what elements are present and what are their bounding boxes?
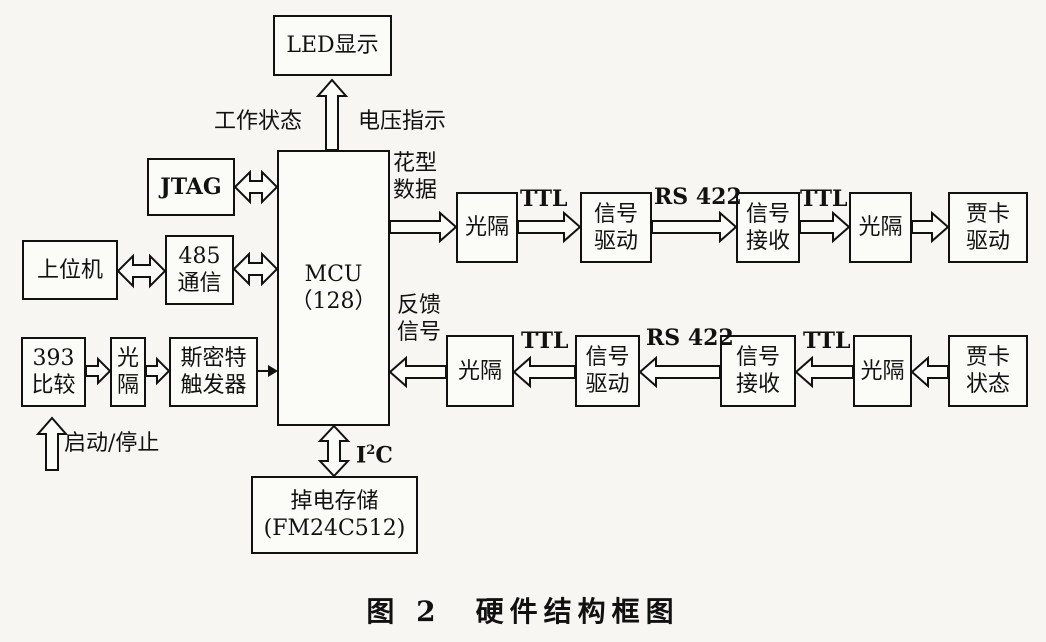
arrow-opto-driver-jacquard: [911, 210, 950, 244]
opto-isolator-bottom1-block: 光隔: [446, 335, 514, 407]
comparator-393-block: 393 比较: [21, 337, 86, 407]
ttl-label-top1: TTL: [520, 186, 568, 212]
arrow-start-stop: [35, 416, 69, 471]
feedback-signal-label: 反馈 信号: [397, 293, 442, 345]
jtag-block: JTAG: [147, 158, 235, 216]
rs422-label-bottom: RS 422: [646, 325, 734, 351]
signal-driver-bottom-block: 信号 驱动: [575, 335, 640, 407]
arrow-opto-receiver-bot: [794, 355, 854, 389]
jacquard-driver-block: 贾卡 驱动: [948, 192, 1028, 263]
arrow-opto-schmitt: [145, 356, 171, 386]
arrow-mcu-storage: [317, 424, 351, 478]
opto-isolator-bottom2-block: 光隔: [853, 335, 912, 407]
schmitt-trigger-block: 斯密特 触发器: [169, 337, 258, 407]
arrow-mcu-to-led: [315, 78, 349, 151]
i2c-tail: C: [375, 442, 393, 469]
arrow-receiver-opto-top: [799, 210, 851, 244]
i2c-main: I: [356, 442, 367, 469]
signal-receiver-bottom-block: 信号 接收: [720, 335, 796, 407]
arrow-485-mcu: [232, 251, 279, 287]
rs485-comm-block: 485 通信: [165, 235, 234, 305]
i2c-label: I2C: [356, 437, 393, 469]
arrow-driver-opto-bot: [512, 355, 576, 389]
arrow-status-opto-bot: [910, 355, 949, 389]
pattern-data-label: 花型 数据: [393, 151, 438, 203]
arrow-driver-receiver-top: [651, 210, 738, 244]
arrow-opto-driver-top: [517, 210, 582, 244]
voltage-indicator-label: 电压指示: [358, 109, 447, 134]
arrow-jtag-mcu: [233, 169, 279, 205]
arrow-393-opto: [85, 356, 112, 386]
signal-receiver-top-block: 信号 接收: [736, 192, 800, 263]
arrow-opto-mcu-bot: [388, 355, 447, 389]
start-stop-label: 启动/停止: [64, 431, 160, 456]
led-display-block: LED显示: [273, 15, 392, 76]
i2c-superscript: 2: [366, 443, 376, 458]
arrow-mcu-opto-top: [389, 210, 458, 244]
opto-isolator-top2-block: 光隔: [849, 192, 912, 263]
opto-isolator-top1-block: 光隔: [456, 192, 518, 263]
rs422-label-top: RS 422: [654, 184, 742, 210]
work-status-label: 工作状态: [214, 109, 303, 134]
host-computer-block: 上位机: [22, 240, 118, 300]
arrow-receiver-driver-bot: [638, 355, 721, 389]
ttl-label-bottom2: TTL: [803, 328, 851, 354]
jacquard-status-block: 贾卡 状态: [948, 335, 1028, 407]
opto-isolator-left-block: 光 隔: [110, 337, 146, 407]
mcu-block: MCU （128）: [277, 150, 390, 426]
signal-driver-top-block: 信号 驱动: [580, 192, 652, 263]
arrow-host-485: [116, 253, 167, 289]
power-off-storage-block: 掉电存储 (FM24C512): [251, 476, 418, 554]
ttl-label-bottom1: TTL: [521, 328, 569, 354]
figure-caption: 图 2 硬件结构框图: [366, 595, 680, 628]
ttl-label-top2: TTL: [800, 186, 848, 212]
arrow-schmitt-mcu-head: [268, 365, 278, 377]
